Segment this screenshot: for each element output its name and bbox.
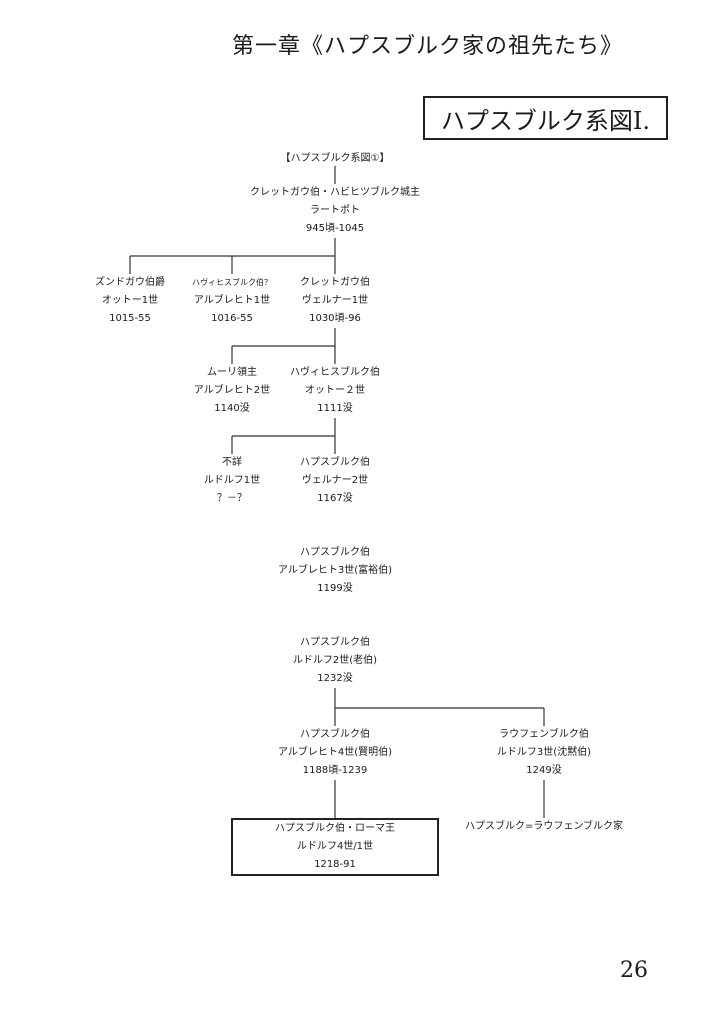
node-line: 不詳 — [222, 457, 242, 468]
node-line: ハヴィヒスブルク伯 — [290, 367, 380, 378]
node-laufenburg-line: ハプスブルク=ラウフェンブルク家 — [465, 818, 623, 836]
node-line: ルドルフ4世/1世 — [296, 841, 374, 852]
node-line: アルブレヒト2世 — [193, 385, 271, 396]
node-rudolf3: ラウフェンブルク伯 ルドルフ3世(沈黙伯) 1249没 — [497, 726, 591, 780]
node-line: ハプスブルク伯 — [299, 547, 370, 558]
node-line: オットー1世 — [101, 295, 159, 306]
node-line: 1167没 — [317, 493, 353, 504]
node-line: クレットガウ伯・ハビヒツブルク城主 — [250, 187, 420, 198]
node-line: ラートポト — [310, 205, 360, 216]
node-line: 945頃-1045 — [305, 223, 365, 234]
node-albrecht4: ハプスブルク伯 アルブレヒト4世(賢明伯) 1188頃-1239 — [278, 726, 392, 780]
node-line: ハプスブルク=ラウフェンブルク家 — [464, 821, 624, 832]
node-line: 1016-55 — [211, 313, 253, 324]
node-line: ヴェルナー2世 — [301, 475, 369, 486]
node-line: 1249没 — [526, 765, 562, 776]
node-line: ハプスブルク伯・ローマ王 — [275, 823, 395, 834]
node-rudolf2: ハプスブルク伯 ルドルフ2世(老伯) 1232没 — [293, 634, 377, 688]
node-line: アルブレヒト3世(富裕伯) — [277, 565, 393, 576]
genealogy-label: 【ハプスブルク系図①】 — [280, 153, 390, 164]
node-werner2: ハプスブルク伯 ヴェルナー2世 1167没 — [300, 454, 370, 508]
node-line: ムーリ領主 — [206, 367, 257, 378]
node-line: 1015-55 — [109, 313, 151, 324]
node-line: 1199没 — [317, 583, 353, 594]
node-line: ？－？ — [217, 493, 247, 504]
node-line: ハプスブルク伯 — [299, 729, 370, 740]
page-number: 26 — [620, 958, 648, 983]
node-albrecht2: ムーリ領主 アルブレヒト2世 1140没 — [194, 364, 270, 418]
node-line: 1111没 — [317, 403, 353, 414]
node-werner1: クレットガウ伯 ヴェルナー1世 1030頃-96 — [300, 274, 370, 328]
node-radbot: クレットガウ伯・ハビヒツブルク城主 ラートポト 945頃-1045 — [250, 184, 420, 238]
node-line: ハプスブルク伯 — [299, 637, 370, 648]
node-line: クレットガウ伯 — [300, 277, 370, 288]
chapter-title: 第一章《ハプスブルク家の祖先たち》 — [232, 34, 624, 59]
node-albrecht3: ハプスブルク伯 アルブレヒト3世(富裕伯) 1199没 — [278, 544, 392, 598]
node-line: ヴェルナー1世 — [301, 295, 369, 306]
node-line: 1232没 — [317, 673, 353, 684]
node-line: ハプスブルク伯 — [300, 457, 370, 468]
node-line: 1188頃-1239 — [302, 765, 368, 776]
node-line: ズンドガウ伯爵 — [95, 277, 165, 288]
node-line: 1030頃-96 — [309, 313, 361, 324]
node-albrecht1: ハヴィヒスブルク伯？ アルブレヒト1世 1016-55 — [192, 274, 272, 328]
node-line: アルブレヒト1世 — [193, 295, 271, 306]
node-line: ハヴィヒスブルク伯？ — [192, 278, 272, 287]
node-line: ルドルフ3世(沈黙伯) — [496, 747, 592, 758]
node-line: 1140没 — [214, 403, 250, 414]
node-line: 1218-91 — [314, 859, 356, 870]
node-otto1: ズンドガウ伯爵 オットー1世 1015-55 — [95, 274, 165, 328]
genealogy-chart-title: ハプスブルク系図Ⅰ. — [423, 96, 668, 140]
node-rudolf1: 不詳 ルドルフ1世 ？－？ — [204, 454, 260, 508]
node-line: ラウフェンブルク伯 — [499, 729, 589, 740]
node-otto2: ハヴィヒスブルク伯 オットー２世 1111没 — [290, 364, 380, 418]
node-rudolf4-highlighted: ハプスブルク伯・ローマ王 ルドルフ4世/1世 1218-91 — [231, 818, 439, 876]
node-line: アルブレヒト4世(賢明伯) — [277, 747, 393, 758]
node-line: ルドルフ1世 — [203, 475, 261, 486]
node-line: オットー２世 — [305, 385, 365, 396]
node-line: ルドルフ2世(老伯) — [292, 655, 378, 666]
